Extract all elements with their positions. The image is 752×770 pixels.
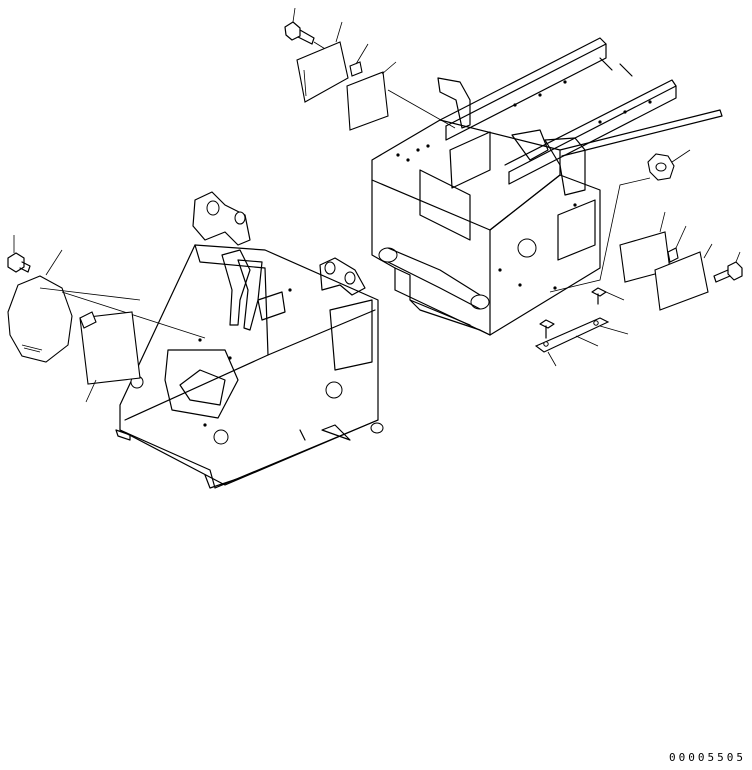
stopper-bolts [539,287,625,339]
rear-frame [371,37,723,336]
cover-plate-side [654,225,713,311]
bolt-side [713,251,743,283]
leader-rear-pad-to-frame [387,89,456,129]
gasket-ring [647,149,691,181]
pad-front [79,311,141,403]
leader-gasket-to-frame [549,177,651,293]
front-frame [115,191,384,489]
stopper-bar [534,317,629,367]
bolt-rear-left [284,7,315,45]
leader-front-plate-to-frame [39,287,206,339]
drawing-number: 00005505 [669,751,746,764]
pad-rear [346,43,397,131]
cover-plate-front [7,249,73,363]
bolt-front [7,235,31,273]
cover-plate-rear [296,21,349,103]
